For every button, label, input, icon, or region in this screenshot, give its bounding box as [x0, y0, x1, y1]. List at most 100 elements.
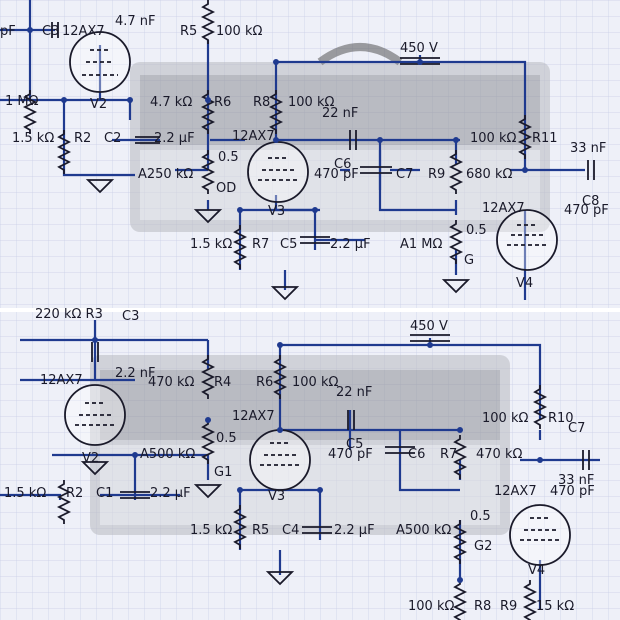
- supply-terminal: [410, 334, 450, 342]
- label-pot: A500 kΩ: [140, 447, 195, 462]
- label-c1: C1: [96, 486, 113, 501]
- label-pot: A250 kΩ: [138, 167, 193, 182]
- capacitor-c7: [360, 166, 392, 174]
- label-r9-value: 15 kΩ: [536, 599, 574, 614]
- label-r6: R6: [256, 375, 273, 390]
- capacitor-c5: [300, 236, 330, 244]
- label-c2-value: 2.2 µF: [154, 131, 195, 146]
- label-r4-value: 470 kΩ: [148, 375, 194, 390]
- tube-id: V2: [90, 97, 107, 112]
- label-r7: R7: [252, 237, 269, 252]
- label-od: OD: [216, 181, 236, 196]
- label-r5-value: 100 kΩ: [216, 24, 262, 39]
- label-c6-cap: 470 pF: [314, 167, 359, 182]
- label-r2-value: 1.5 kΩ: [12, 131, 54, 146]
- label-g2: G2: [474, 539, 492, 554]
- capacitor-c3: [51, 22, 59, 38]
- label-r6-value: 100 kΩ: [292, 375, 338, 390]
- label-c6-value: 22 nF: [322, 106, 358, 121]
- label-r7-value: 470 kΩ: [476, 447, 522, 462]
- label-pot2: A500 kΩ: [396, 523, 451, 538]
- label-g: G: [464, 253, 474, 268]
- tube-v3: [249, 429, 311, 491]
- label-c1-value: 2.2 µF: [150, 486, 191, 501]
- capacitor-c6: [349, 130, 357, 150]
- label-r11: R11: [532, 131, 558, 146]
- capacitor-c2: [135, 136, 160, 144]
- label-c4: C4: [282, 523, 299, 538]
- label-c7-value: 33 nF: [558, 473, 594, 488]
- label-r2: R2: [66, 486, 83, 501]
- label-r10-value: 100 kΩ: [482, 411, 528, 426]
- label-pot2: A1 MΩ: [400, 237, 443, 252]
- label-r3-cut: 220 kΩ R3: [35, 307, 103, 322]
- tube-label: 12AX7: [40, 373, 83, 388]
- label-r5-value: 1.5 kΩ: [190, 523, 232, 538]
- capacitor-c5: [347, 410, 355, 430]
- label-pot2-value: 0.5: [470, 509, 491, 524]
- panel-divider: [0, 308, 620, 312]
- label-c6: C6: [408, 447, 425, 462]
- label-r9-value: 680 kΩ: [466, 167, 512, 182]
- label: pF: [0, 24, 16, 39]
- label-c7: C7: [568, 421, 585, 436]
- label-c3: C3: [122, 309, 139, 324]
- tube-label: 12AX7: [494, 484, 537, 499]
- label-r10: R10: [548, 411, 574, 426]
- tube-id: V2: [82, 451, 99, 466]
- label-c6: C6: [334, 157, 351, 172]
- bottom-panel: 220 kΩ R3 C3 450 V 2.2 nF 12AX7 470 kΩ R…: [0, 307, 600, 620]
- label-r8: R8: [474, 599, 491, 614]
- tube-id: V4: [528, 563, 545, 578]
- label-voltage: 450 V: [400, 41, 438, 56]
- label-c8-cap: 470 pF: [564, 203, 609, 218]
- capacitor-c6: [385, 446, 415, 454]
- label-r2: R2: [74, 131, 91, 146]
- tube-id: V3: [268, 204, 285, 219]
- label-r6: R6: [214, 95, 231, 110]
- label-c5-value: 22 nF: [336, 385, 372, 400]
- capacitor-c3: [91, 342, 99, 362]
- label-c7: C7: [396, 167, 413, 182]
- label-r7: R7: [440, 447, 457, 462]
- label-voltage: 450 V: [410, 319, 448, 334]
- label-r5: R5: [180, 24, 197, 39]
- tube-label: 12AX7: [482, 201, 525, 216]
- label-pot2-value: 0.5: [466, 223, 487, 238]
- label-r5: R5: [252, 523, 269, 538]
- label-r7-value: 1.5 kΩ: [190, 237, 232, 252]
- label-c8-value: 33 nF: [570, 141, 606, 156]
- label-c5-cap: 470 pF: [328, 447, 373, 462]
- tube-v4: [509, 504, 571, 566]
- capacitor-c4: [302, 526, 332, 534]
- tube-label: 12AX7: [232, 129, 275, 144]
- label-r8: R8: [253, 95, 270, 110]
- capacitor-c7: [582, 450, 590, 470]
- tube-id: V4: [516, 276, 533, 291]
- tube-label: 12AX7: [62, 24, 105, 39]
- label-r6-value: 4.7 kΩ: [150, 95, 192, 110]
- label-c3-value: 2.2 nF: [115, 366, 156, 381]
- tube-v3: [247, 141, 309, 203]
- amp-photo-top: [130, 43, 550, 232]
- tube-id: V3: [268, 489, 285, 504]
- label-pot-value: 0.5: [218, 150, 239, 165]
- label-c2: C2: [104, 131, 121, 146]
- label-r8-value: 100 kΩ: [288, 95, 334, 110]
- label-c5-value: 2.2 µF: [330, 237, 371, 252]
- label-c4-value: 2.2 µF: [334, 523, 375, 538]
- capacitor-c1: [120, 491, 150, 499]
- label-c3-value: 4.7 nF: [115, 14, 156, 29]
- label-c7-cap: 470 pF: [550, 484, 595, 499]
- label-c5: C5: [280, 237, 297, 252]
- label-g1: G1: [214, 465, 232, 480]
- label-pot-value: 0.5: [216, 431, 237, 446]
- label-r11-value: 100 kΩ: [470, 131, 516, 146]
- label-r9: R9: [428, 167, 445, 182]
- label-r4: R4: [214, 375, 231, 390]
- capacitor-c8: [587, 160, 595, 180]
- label-c5: C5: [346, 437, 363, 452]
- label-r1-value: 1 MΩ: [5, 94, 39, 109]
